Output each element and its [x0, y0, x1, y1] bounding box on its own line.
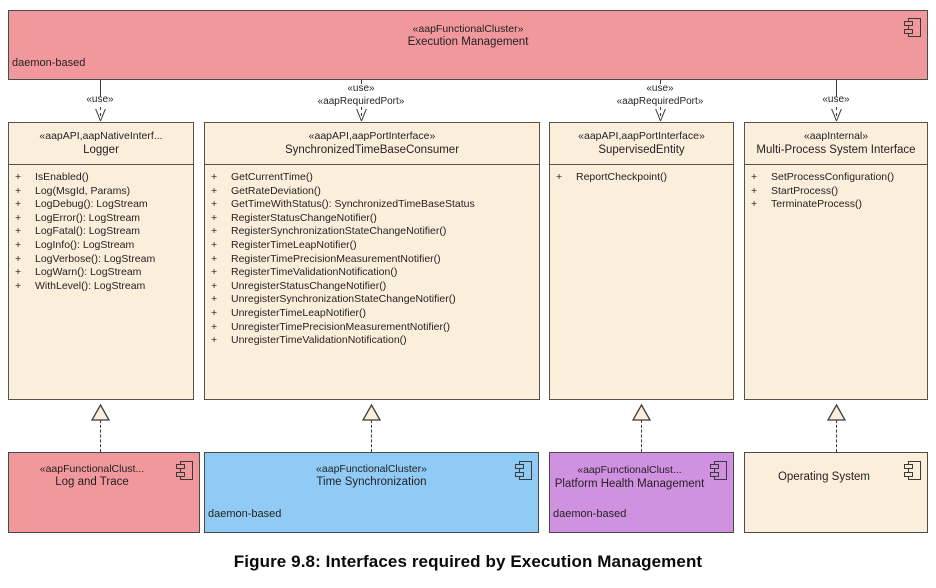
operation-item: +UnregisterTimeLeapNotifier() [211, 306, 366, 319]
operation-item: +Log(MsgId, Params) [15, 184, 131, 197]
component-name: Execution Management [407, 36, 529, 48]
use-connector-line-3b [660, 107, 661, 116]
interface-header: «aapAPI,aapPortInterface» SupervisedEnti… [550, 123, 733, 165]
operation-item: +UnregisterSynchronizationStateChangeNot… [211, 293, 456, 306]
interface-name: Logger [83, 144, 119, 156]
component-note: daemon-based [553, 508, 627, 520]
component-note: daemon-based [12, 57, 86, 69]
use-connector-label-2: «use» «aapRequiredPort» [291, 83, 431, 108]
stereotype-use: «use» [646, 83, 674, 94]
component-operating-system[interactable]: Operating System [744, 452, 928, 533]
operation-item: +RegisterTimeLeapNotifier() [211, 238, 357, 251]
operation-item: +WithLevel(): LogStream [15, 279, 146, 292]
component-platform-health-management[interactable]: «aapFunctionalClust... Platform Health M… [549, 452, 734, 533]
interface-stereotype: «aapAPI,aapPortInterface» [578, 130, 705, 142]
uml-component-icon [515, 461, 532, 480]
operation-item: +IsEnabled() [15, 171, 89, 183]
use-connector-line-1 [100, 80, 101, 97]
component-name: Time Synchronization [316, 476, 427, 488]
interface-supervisedentity[interactable]: «aapAPI,aapPortInterface» SupervisedEnti… [549, 122, 734, 400]
component-stereotype: «aapFunctionalClust... [577, 464, 682, 476]
operation-list: +IsEnabled() +Log(MsgId, Params) +LogDeb… [9, 165, 193, 297]
realization-triangle-icon-3 [632, 404, 651, 421]
realization-line-1 [100, 420, 101, 452]
component-note: daemon-based [208, 508, 282, 520]
interface-header: «aapInternal» Multi-Process System Inter… [745, 123, 927, 165]
operation-item: +RegisterTimePrecisionMeasurementNotifie… [211, 252, 441, 265]
interface-name: SynchronizedTimeBaseConsumer [284, 144, 460, 156]
interface-name: SupervisedEntity [598, 144, 685, 156]
component-stereotype: «aapFunctionalClust... [39, 463, 145, 475]
operation-item: +RegisterTimeValidationNotification() [211, 266, 398, 279]
operation-item: +SetProcessConfiguration() [751, 171, 895, 183]
component-time-synchronization[interactable]: «aapFunctionalCluster» Time Synchronizat… [204, 452, 539, 533]
operation-item: +RegisterStatusChangeNotifier() [211, 211, 377, 224]
use-connector-label-4: «use» [786, 94, 886, 107]
use-connector-line-4b [836, 107, 837, 116]
use-connector-line-1b [100, 107, 101, 116]
stereotype-use: «use» [86, 94, 114, 105]
interface-stereotype: «aapAPI,aapPortInterface» [308, 130, 436, 142]
operation-item: +UnregisterStatusChangeNotifier() [211, 279, 387, 292]
uml-component-icon [904, 461, 921, 480]
realization-triangle-icon-1 [91, 404, 110, 421]
use-connector-line-3 [660, 80, 661, 84]
interface-stereotype: «aapInternal» [803, 130, 869, 142]
operation-item: +LogInfo(): LogStream [15, 238, 135, 251]
component-name: Platform Health Management [554, 478, 705, 490]
uml-component-icon [710, 461, 727, 480]
stereotype-required-port: «aapRequiredPort» [317, 95, 405, 107]
uml-component-icon [176, 461, 193, 480]
interface-header: «aapAPI,aapNativeInterf... Logger [9, 123, 193, 165]
realization-line-2 [371, 420, 372, 452]
figure-caption: Figure 9.8: Interfaces required by Execu… [233, 552, 703, 571]
operation-item: +GetRateDeviation() [211, 184, 321, 197]
interface-logger[interactable]: «aapAPI,aapNativeInterf... Logger +IsEna… [8, 122, 194, 400]
stereotype-use: «use» [822, 94, 850, 105]
interface-header: «aapAPI,aapPortInterface» SynchronizedTi… [205, 123, 539, 165]
operation-item: +LogVerbose(): LogStream [15, 252, 156, 265]
operation-item: +GetTimeWithStatus(): SynchronizedTimeBa… [211, 198, 475, 211]
operation-item: +GetCurrentTime() [211, 171, 313, 183]
operation-item: +LogWarn(): LogStream [15, 266, 142, 279]
component-name: Operating System [777, 471, 871, 483]
operation-item: +LogError(): LogStream [15, 211, 141, 224]
realization-triangle-icon-2 [362, 404, 381, 421]
use-connector-label-3: «use» «aapRequiredPort» [590, 83, 730, 108]
interface-multi-process-system-interface[interactable]: «aapInternal» Multi-Process System Inter… [744, 122, 928, 400]
operation-item: +RegisterSynchronizationStateChangeNotif… [211, 225, 447, 238]
operation-item: +StartProcess() [751, 184, 839, 197]
stereotype-required-port: «aapRequiredPort» [616, 95, 704, 107]
operation-list: +GetCurrentTime() +GetRateDeviation() +G… [205, 165, 539, 352]
operation-item: +LogDebug(): LogStream [15, 198, 148, 211]
interface-stereotype: «aapAPI,aapNativeInterf... [39, 130, 163, 142]
interface-synchronizedtimebaseconsumer[interactable]: «aapAPI,aapPortInterface» SynchronizedTi… [204, 122, 540, 400]
uml-component-icon [904, 18, 921, 37]
component-name: Log and Trace [55, 476, 129, 488]
operation-item: +ReportCheckpoint() [556, 171, 668, 183]
operation-item: +UnregisterTimePrecisionMeasurementNotif… [211, 320, 451, 333]
realization-triangle-icon-4 [827, 404, 846, 421]
operation-item: +LogFatal(): LogStream [15, 225, 141, 238]
open-arrow-down-icon-2 [355, 108, 368, 122]
operation-item: +UnregisterTimeValidationNotification() [211, 334, 407, 347]
operation-list: +SetProcessConfiguration() +StartProcess… [745, 165, 927, 216]
component-stereotype: «aapFunctionalCluster» [316, 463, 427, 475]
open-arrow-down-icon-3 [654, 108, 667, 122]
open-arrow-down-icon-1 [94, 108, 107, 122]
interface-name: Multi-Process System Interface [756, 144, 916, 156]
use-connector-line-4 [836, 80, 837, 97]
stereotype-use: «use» [347, 83, 375, 94]
component-log-and-trace[interactable]: «aapFunctionalClust... Log and Trace [8, 452, 200, 533]
open-arrow-down-icon-4 [830, 108, 843, 122]
component-execution-management[interactable]: «aapFunctionalCluster» Execution Managem… [8, 10, 928, 80]
use-connector-label-1: «use» [50, 94, 150, 107]
use-connector-line-2 [361, 80, 362, 84]
use-connector-line-2b [361, 107, 362, 116]
component-stereotype: «aapFunctionalCluster» [412, 23, 524, 35]
realization-line-4 [836, 420, 837, 452]
realization-line-3 [641, 420, 642, 452]
operation-list: +ReportCheckpoint() [550, 165, 733, 189]
operation-item: +TerminateProcess() [751, 198, 863, 211]
